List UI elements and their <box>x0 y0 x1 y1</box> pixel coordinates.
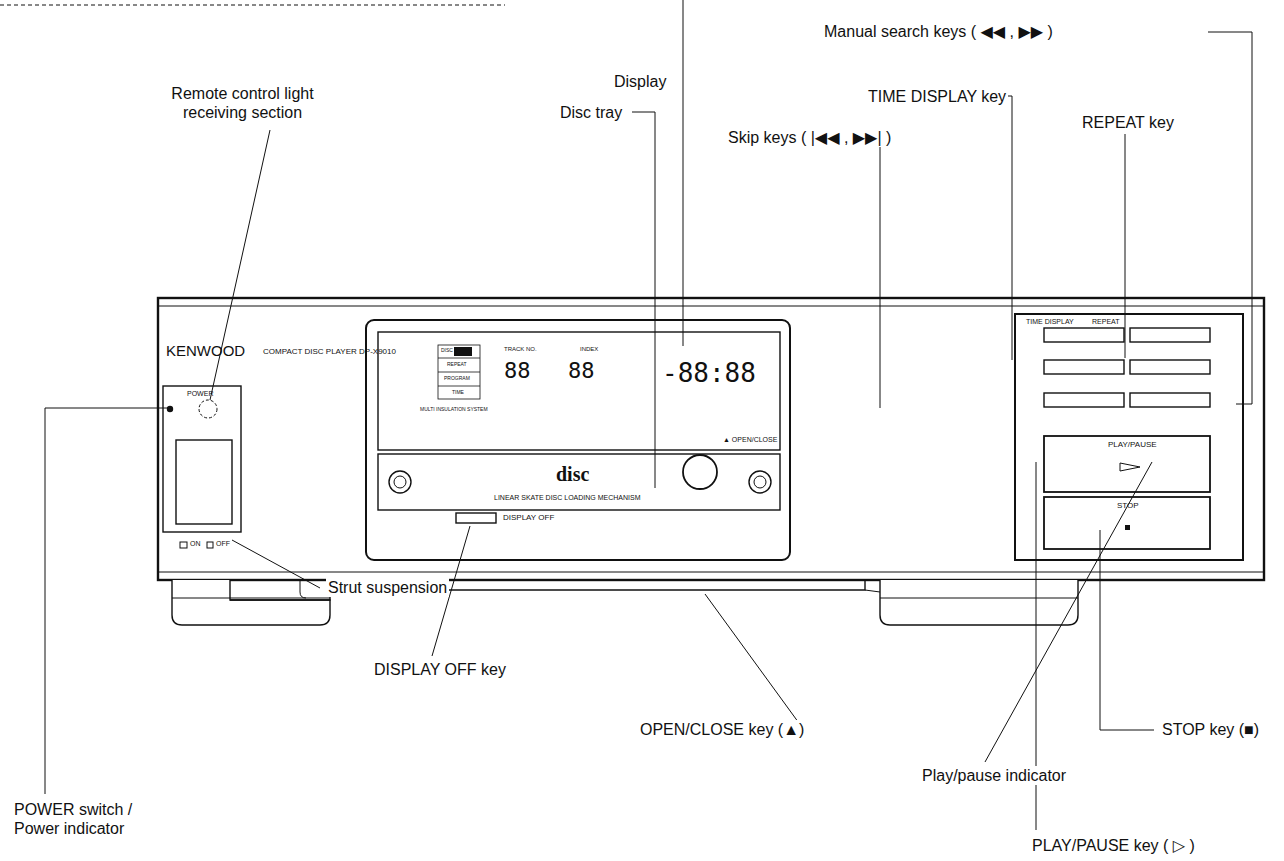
display-text: REPEAT <box>447 361 467 367</box>
panel-text: TIME DISPLAY <box>1026 318 1074 326</box>
callout-label: Disc tray <box>558 103 624 122</box>
display-digits: -88:88 <box>662 358 756 389</box>
panel-text: REPEAT <box>1092 318 1120 326</box>
callout-label: Remote control light receiving section <box>148 84 337 122</box>
callout-label: POWER switch / Power indicator <box>12 800 166 838</box>
panel-text: OFF <box>216 540 230 548</box>
callout-label: Display <box>612 72 668 91</box>
panel-text: STOP <box>1117 501 1139 511</box>
callout-label: DISPLAY OFF key <box>372 660 508 679</box>
panel-text: ▲ OPEN/CLOSE <box>723 436 777 444</box>
panel-text: DISPLAY OFF <box>503 513 554 523</box>
display-text: DISC <box>441 347 453 353</box>
display-digits: 88 <box>504 358 531 384</box>
callout-label: REPEAT key <box>1080 113 1176 132</box>
callout-label: Manual search keys ( ◀◀ , ▶▶ ) <box>822 22 1055 41</box>
callout-label: Strut suspension <box>326 578 449 597</box>
callout-label: TIME DISPLAY key <box>866 87 1008 106</box>
callout-label: Play/pause indicator <box>920 766 1068 785</box>
callout-label: PLAY/PAUSE key ( ▷ ) <box>1030 836 1197 855</box>
panel-text: PLAY/PAUSE <box>1108 440 1157 450</box>
display-digits: 88 <box>568 358 595 384</box>
display-text: TIME <box>452 389 464 395</box>
display-text: TRACK NO. <box>504 346 537 353</box>
display-text: INDEX <box>580 346 598 353</box>
callout-label: STOP key (■) <box>1160 720 1261 739</box>
display-text: MULTI INSULATION SYSTEM <box>420 406 488 412</box>
disc-logo: disc <box>556 462 589 486</box>
display-text: PROGRAM <box>444 375 470 381</box>
brand-name: KENWOOD <box>166 342 245 360</box>
panel-text: LINEAR SKATE DISC LOADING MECHANISM <box>494 494 641 502</box>
panel-text: ON <box>190 540 201 548</box>
panel-text: POWER <box>187 390 213 398</box>
callout-label: Skip keys ( |◀◀ , ▶▶| ) <box>726 128 893 147</box>
callout-label: OPEN/CLOSE key (▲) <box>638 720 806 739</box>
model-name: COMPACT DISC PLAYER DP-X9010 <box>263 347 396 357</box>
